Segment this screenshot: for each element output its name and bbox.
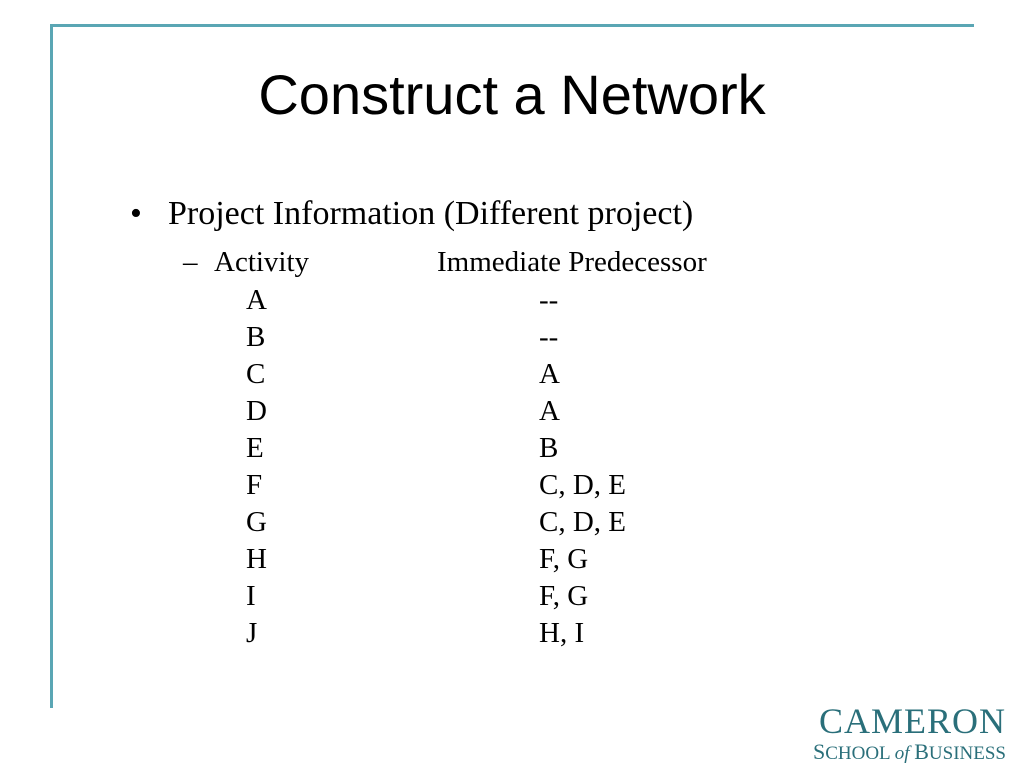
- logo-cameron: CAMERON: [818, 701, 1006, 741]
- activity-column-header: Activity: [214, 246, 310, 278]
- activity-cell: I: [246, 580, 256, 612]
- activity-cell: C: [246, 358, 266, 390]
- table-row: J H, I: [0, 615, 1024, 652]
- predecessor-cell: C, D, E: [539, 506, 626, 538]
- bullet-text: Project Information (Different project): [168, 195, 694, 232]
- slide-title: Construct a Network: [258, 63, 766, 126]
- activity-cell: E: [246, 432, 264, 464]
- logo-chool: CHOOL: [825, 743, 890, 764]
- logo-s: S: [812, 739, 826, 764]
- logo-of: of: [894, 743, 910, 764]
- activity-cell: F: [246, 469, 263, 501]
- bullet-icon: •: [130, 195, 142, 232]
- table-row: B --: [0, 319, 1024, 356]
- table-row: G C, D, E: [0, 504, 1024, 541]
- cameron-logo: CAMERON SCHOOL of BUSINESS: [813, 702, 1006, 766]
- table-row: F C, D, E: [0, 467, 1024, 504]
- left-accent-rule: [50, 24, 53, 708]
- table-row: A --: [0, 282, 1024, 319]
- top-accent-rule: [50, 24, 974, 27]
- activity-cell: D: [246, 395, 267, 427]
- predecessor-cell: --: [539, 284, 559, 316]
- activity-cell: J: [246, 617, 258, 649]
- bullet-item: • Project Information (Different project): [130, 192, 693, 236]
- activity-cell: B: [246, 321, 266, 353]
- activity-cell: G: [246, 506, 267, 538]
- predecessor-cell: A: [539, 358, 560, 390]
- predecessor-column-header: Immediate Predecessor: [437, 246, 707, 278]
- predecessor-cell: B: [539, 432, 559, 464]
- logo-school-of-business: SCHOOL of BUSINESS: [813, 740, 1006, 766]
- table-row: H F, G: [0, 541, 1024, 578]
- logo-b: B: [914, 739, 929, 764]
- activity-cell: H: [246, 543, 267, 575]
- predecessor-cell: H, I: [539, 617, 585, 649]
- activity-cell: A: [246, 284, 267, 316]
- predecessor-cell: --: [539, 321, 559, 353]
- predecessor-cell: F, G: [539, 543, 589, 575]
- predecessor-cell: A: [539, 395, 560, 427]
- dash-icon: –: [183, 246, 198, 278]
- predecessor-cell: C, D, E: [539, 469, 626, 501]
- logo-usiness: USINESS: [928, 743, 1006, 764]
- predecessor-cell: F, G: [539, 580, 589, 612]
- table-row: I F, G: [0, 578, 1024, 615]
- sub-bullet-dash: –: [183, 244, 214, 280]
